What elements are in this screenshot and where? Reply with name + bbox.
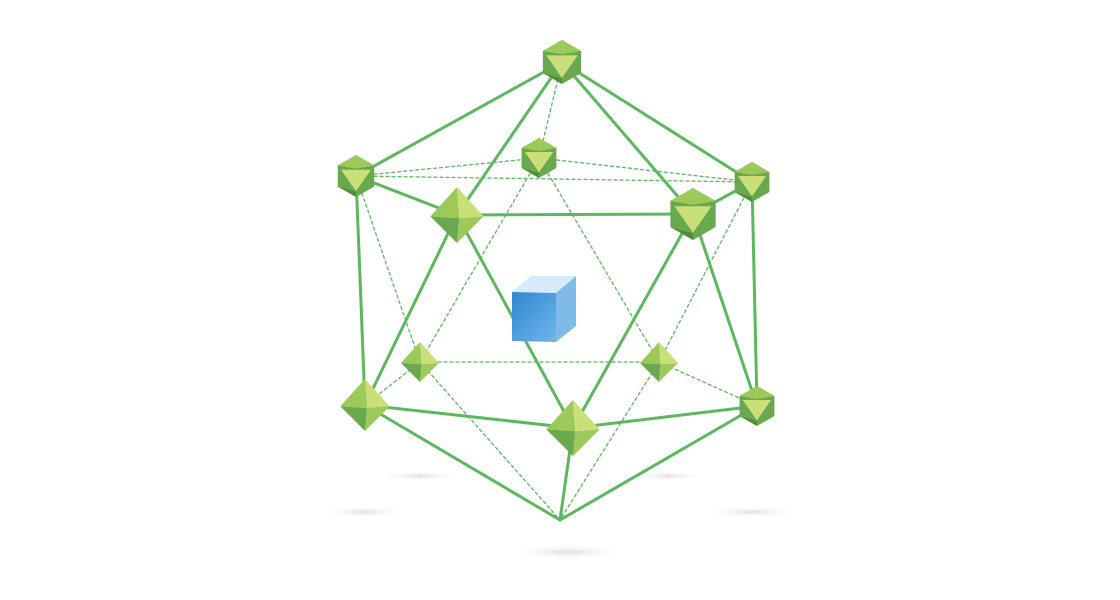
visible-edges [354,60,759,522]
visible-edge [354,174,367,407]
icosahedron-node-icon [670,188,716,240]
node-facet [757,386,775,399]
node-front-facet [737,176,767,197]
node-facet [337,186,356,197]
visible-edge [455,60,564,217]
node-facet [542,40,562,55]
node-facet [430,187,460,219]
node-facet [542,73,562,84]
node-facet [401,342,422,365]
node-facet [340,406,367,431]
node-facet [457,187,484,219]
node-facet [752,162,770,175]
icosahedron-node-icon [739,386,775,426]
hidden-edge [419,361,561,521]
octahedron-node-icon [640,342,678,382]
cube-icon [512,276,576,342]
network-nodes [337,40,775,456]
hidden-edge [538,157,660,363]
node-facet [659,342,678,365]
shadow [320,506,410,518]
node-facet [539,138,557,151]
node-front-facet [674,206,712,233]
node-facet [420,342,439,365]
node-facet [562,40,582,55]
node-facet [573,400,600,432]
node-front-facet [341,169,371,192]
visible-edge [571,404,759,430]
node-facet [693,188,716,205]
node-front-facet [546,55,578,78]
node-facet [337,155,356,169]
shadow [632,471,704,481]
node-facet [521,168,539,178]
node-facet [734,192,752,202]
node-front-facet [742,400,772,421]
node-facet [420,363,439,382]
node-facet [401,363,422,382]
octahedron-node-icon [401,342,439,382]
hidden-edge [658,181,753,363]
node-facet [640,363,661,382]
node-facet [739,416,757,426]
visible-edge [363,213,459,407]
visible-edge [558,404,759,522]
ground-shadows [320,471,797,560]
node-facet [659,363,678,382]
cube-highlight [512,276,576,293]
hidden-edge [559,361,660,521]
node-facet [365,379,390,409]
cube-front-face [512,292,556,342]
hidden-edge [355,157,540,177]
visible-edge [455,212,695,217]
visible-edge [571,212,695,430]
hidden-edge [538,61,563,159]
octahedron-node-icon [546,400,600,456]
shadow [508,544,628,560]
hidden-edge [355,175,753,183]
hidden-edge [419,157,540,363]
node-facet [365,406,390,431]
cube-top-face [512,276,576,293]
visible-edge [560,60,695,216]
visible-edge [354,60,564,178]
node-facet [430,216,460,243]
node-facet [457,216,484,243]
node-facet [734,162,752,175]
visible-edge [363,403,562,522]
hidden-edge [355,175,421,363]
node-facet [739,386,757,399]
shadow [707,506,797,518]
node-front-facet [524,152,554,173]
node-facet [340,379,367,409]
node-facet [546,429,576,456]
icosahedron-node-icon [521,138,557,178]
visible-edge [691,212,759,408]
node-facet [356,155,375,169]
node-facet [670,227,693,240]
visible-edge [560,60,754,184]
node-facet [521,138,539,151]
cube-side-face [556,276,576,342]
hidden-edge [538,157,753,183]
node-facet [640,342,661,365]
icosahedron-node-icon [542,40,582,84]
octahedron-node-icon [340,379,390,431]
icosahedron-node-icon [337,155,375,197]
node-facet [546,400,576,432]
shadow [380,471,460,481]
visible-edge [363,403,575,430]
node-facet [670,188,693,205]
hidden-edges [355,61,758,521]
center-cube [512,276,576,342]
visible-edge [750,180,759,408]
icosahedron-node-icon [734,162,770,202]
node-facet [573,429,600,456]
octahedron-node-icon [430,187,484,243]
